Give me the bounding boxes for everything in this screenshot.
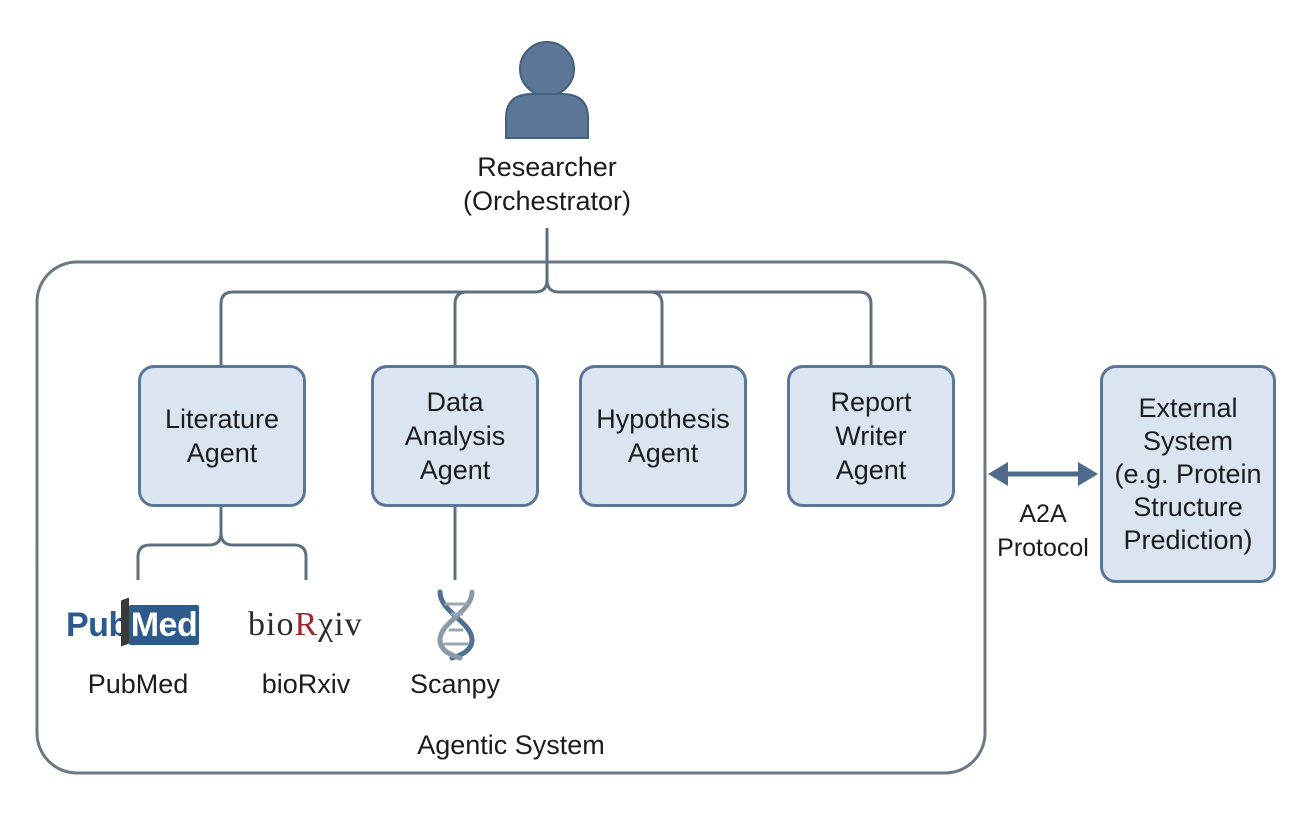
biorxiv-logo-xiv: χiv <box>318 606 363 643</box>
biorxiv-logo: bioRχiv <box>248 605 363 645</box>
literature-agent-label: Literature Agent <box>164 404 280 468</box>
orchestrator-label: Researcher (Orchestrator) <box>437 150 657 218</box>
pubmed-logo: PubMed <box>66 605 200 645</box>
literature-tool-connectors <box>136 507 308 580</box>
hypothesis-agent-label: Hypothesis Agent <box>596 404 730 468</box>
biorxiv-label: bioRxiv <box>261 669 351 699</box>
agentic-system-container <box>35 260 987 775</box>
a2a-protocol-line2: Protocol <box>997 534 1089 562</box>
report-writer-agent-box[interactable]: Report Writer Agent <box>787 365 955 507</box>
pubmed-logo-med: Med <box>128 605 200 645</box>
biorxiv-logo-r: R <box>294 606 319 643</box>
dna-icon <box>437 589 475 661</box>
double-arrow-icon <box>988 462 1098 486</box>
orchestrator-subtitle: (Orchestrator) <box>462 186 632 216</box>
a2a-protocol-label: A2A Protocol <box>982 497 1104 565</box>
orchestrator-title: Researcher <box>477 152 617 182</box>
external-system-label: External System (e.g. Protein Structure … <box>1114 392 1262 555</box>
a2a-protocol-line1: A2A <box>1019 500 1067 528</box>
literature-agent-box[interactable]: Literature Agent <box>138 365 306 507</box>
orchestrator-connectors <box>219 228 873 365</box>
pubmed-logo-pub: Pub <box>66 606 129 644</box>
agentic-system-label: Agentic System <box>417 730 605 760</box>
pubmed-label: PubMed <box>87 669 189 699</box>
person-icon <box>505 41 589 139</box>
data-analysis-agent-box[interactable]: Data Analysis Agent <box>371 365 539 507</box>
external-system-box[interactable]: External System (e.g. Protein Structure … <box>1100 365 1276 583</box>
hypothesis-agent-box[interactable]: Hypothesis Agent <box>579 365 747 507</box>
data-analysis-agent-label: Data Analysis Agent <box>404 387 506 485</box>
scanpy-label: Scanpy <box>409 669 501 699</box>
biorxiv-logo-bio: bio <box>248 606 295 643</box>
report-writer-agent-label: Report Writer Agent <box>830 387 912 485</box>
